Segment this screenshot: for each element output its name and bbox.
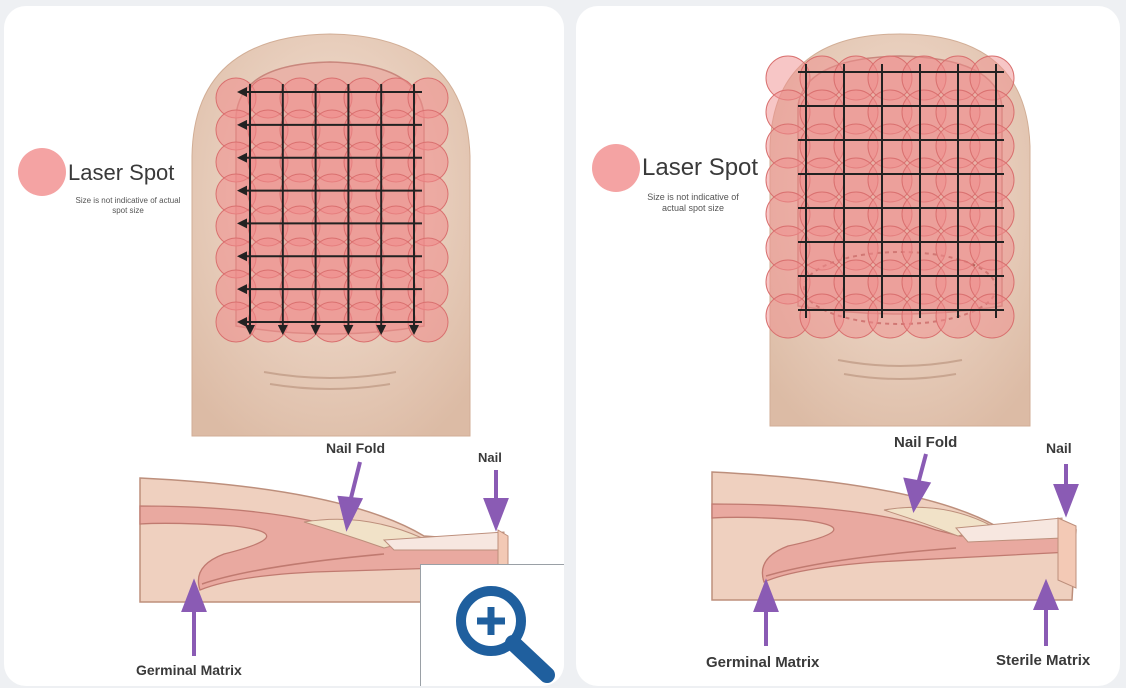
label-germinal-matrix: Germinal Matrix xyxy=(136,662,242,678)
label-nail: Nail xyxy=(1046,440,1072,456)
label-nail-fold: Nail Fold xyxy=(894,434,957,451)
label-sterile-matrix: Sterile Matrix xyxy=(996,652,1090,669)
label-nail-fold: Nail Fold xyxy=(326,440,385,456)
legend-note: Size is not indicative of actual spot si… xyxy=(638,192,748,215)
laser-spot xyxy=(970,294,1014,338)
label-germinal-matrix: Germinal Matrix xyxy=(706,654,819,671)
legend-note: Size is not indicative of actual spot si… xyxy=(68,196,188,216)
right-diagram-panel: Laser Spot Size is not indicative of act… xyxy=(576,6,1120,686)
left-diagram-panel: Laser Spot Size is not indicative of act… xyxy=(4,6,564,686)
zoom-button[interactable] xyxy=(420,564,564,686)
legend-laser-spot xyxy=(18,148,66,196)
legend-title: Laser Spot xyxy=(68,160,174,186)
legend-title: Laser Spot xyxy=(642,154,758,182)
label-nail: Nail xyxy=(478,450,502,465)
right-nail-illustration xyxy=(576,6,1120,686)
legend-laser-spot xyxy=(592,144,640,192)
zoom-in-icon xyxy=(421,565,564,686)
